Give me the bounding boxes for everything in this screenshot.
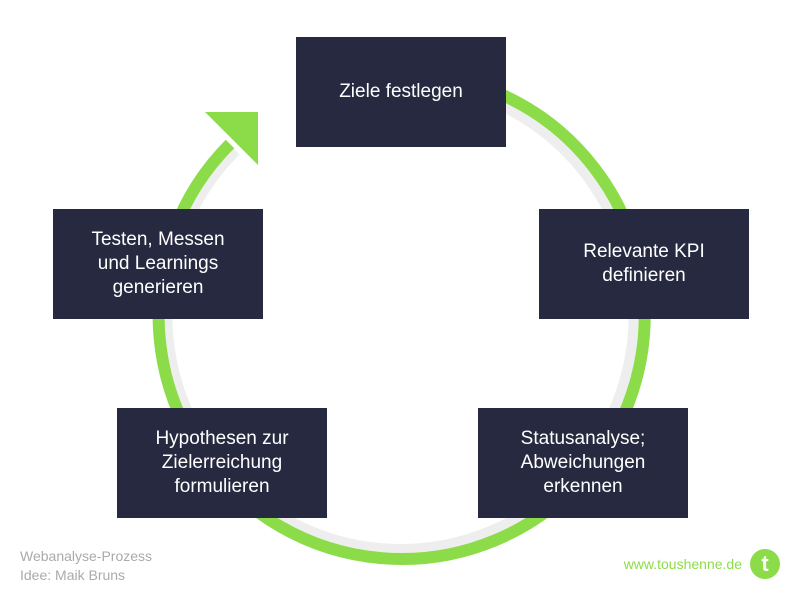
logo-letter: t [761, 551, 769, 576]
step-box-testing: Testen, Messen und Learnings generieren [53, 209, 263, 319]
website-link[interactable]: www.toushenne.de [623, 556, 742, 572]
step-label: Hypothesen zur Zielerreichung formuliere… [155, 428, 289, 497]
footer-credit: Idee: Maik Bruns [20, 567, 126, 583]
ring-shadow [162, 78, 639, 554]
footer-title: Webanalyse-Prozess [20, 548, 153, 564]
step-label: Relevante KPI definieren [583, 241, 705, 286]
step-label: Statusanalyse; Abweichungen erkennen [520, 428, 646, 497]
ring-arc [152, 67, 651, 565]
brand-logo-icon: t [750, 549, 780, 579]
step-box-goals: Ziele festlegen [296, 37, 506, 147]
step-box-hypotheses: Hypothesen zur Zielerreichung formuliere… [117, 408, 327, 518]
step-box-kpi: Relevante KPI definieren [539, 209, 749, 319]
step-label: Ziele festlegen [339, 81, 463, 102]
step-box-status: Statusanalyse; Abweichungen erkennen [478, 408, 688, 518]
step-label: Testen, Messen und Learnings generieren [91, 229, 225, 298]
arrow-head-icon [205, 112, 258, 165]
